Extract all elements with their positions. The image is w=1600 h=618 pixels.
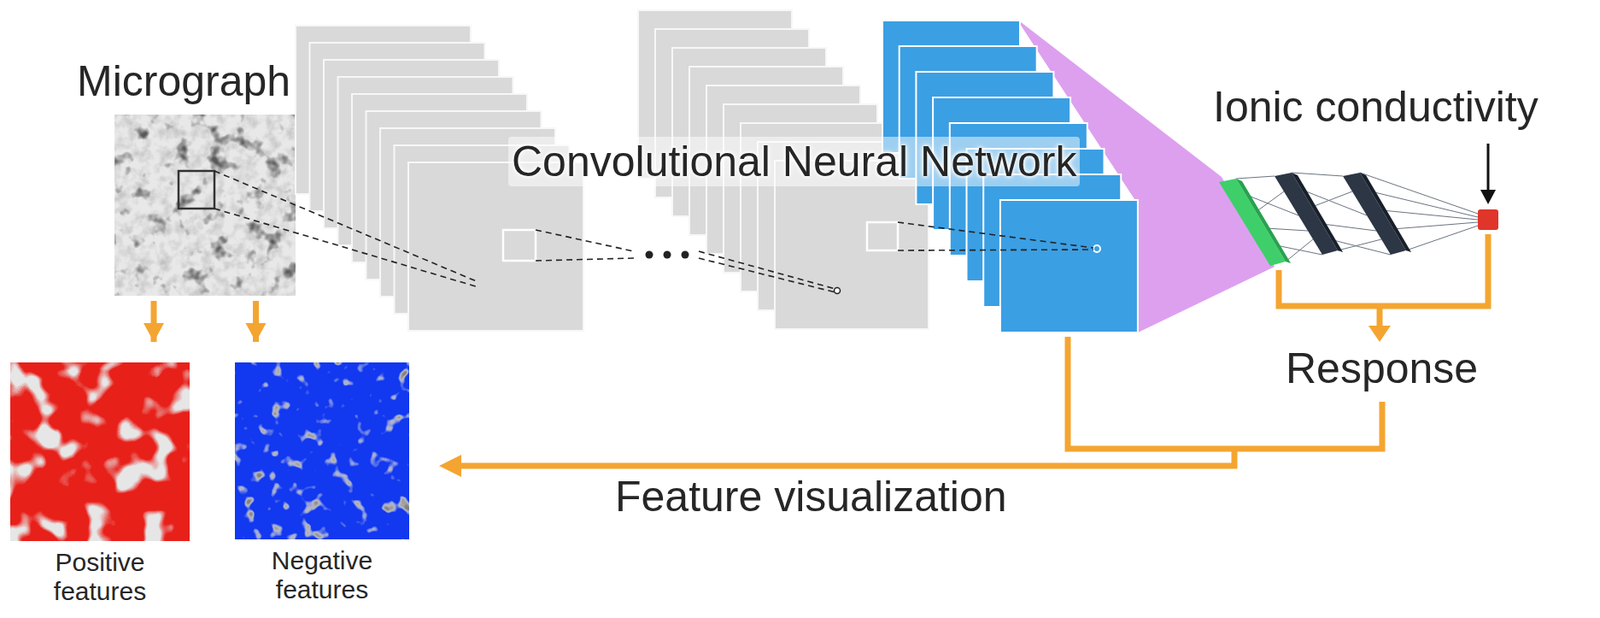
- merge-line: [1278, 234, 1489, 306]
- arrow-head: [439, 454, 462, 477]
- weight-line: [1285, 239, 1313, 262]
- flow-lines: [457, 234, 1489, 466]
- panel-heading: Micrograph: [76, 56, 334, 106]
- panel-caption: Positive features: [18, 547, 182, 606]
- arrow-head: [1368, 325, 1391, 342]
- weight-line: [1382, 210, 1478, 220]
- receptive-field: [867, 222, 898, 251]
- response-arrow: [1377, 305, 1384, 329]
- weight-line: [1392, 222, 1478, 229]
- method-label: Feature visualization: [615, 471, 1008, 522]
- arrow-head: [1480, 189, 1496, 205]
- receptive-field: [178, 170, 215, 209]
- layer-side: [1291, 172, 1343, 253]
- positive-blobs: [10, 362, 190, 541]
- dot: [663, 251, 672, 259]
- positive-map: [10, 362, 190, 541]
- weight-line: [1236, 175, 1275, 179]
- layer-face: [1274, 172, 1338, 255]
- feature-panel: Negative features: [234, 362, 410, 608]
- micrograph-image: [114, 114, 296, 296]
- weight-line: [1291, 172, 1343, 176]
- positive-ground: [10, 362, 190, 541]
- unit-dot: [1093, 245, 1101, 253]
- feature-map: [408, 162, 584, 331]
- negative-halos: [234, 362, 410, 540]
- weight-line: [1265, 228, 1308, 231]
- micrograph-texture: [114, 114, 296, 296]
- flatten-vector: [1219, 178, 1291, 266]
- flow-arrow: [151, 300, 158, 342]
- negative-cores: [234, 362, 410, 540]
- dense-layer: [1274, 172, 1343, 255]
- response-label: Response: [1285, 343, 1478, 393]
- dashed-line: [698, 257, 836, 293]
- layer-side: [1359, 172, 1412, 253]
- ellipsis-dots: [645, 251, 690, 259]
- weight-line: [1322, 223, 1377, 231]
- feature-panel: Positive features: [10, 362, 190, 610]
- down-arrow: [1480, 143, 1496, 205]
- negative-map: [234, 362, 410, 540]
- dot: [645, 251, 654, 259]
- unit-dot: [834, 287, 841, 294]
- dashed-line: [897, 249, 1094, 251]
- dashed-line: [535, 229, 634, 252]
- weight-line: [1312, 191, 1353, 207]
- weight-line: [1337, 239, 1382, 251]
- layer-face: [1342, 172, 1407, 255]
- receptive-field: [503, 229, 536, 261]
- feature-map: [1000, 199, 1138, 333]
- output-unit: [1477, 209, 1499, 230]
- micrograph-pores: [114, 114, 296, 296]
- dense-layer: [1342, 172, 1412, 255]
- micrograph-ground: [114, 114, 296, 296]
- network-label: Convolutional Neural Network: [508, 136, 1080, 187]
- negative-ground: [234, 362, 410, 540]
- weight-line: [1406, 225, 1478, 251]
- dashed-line: [214, 208, 479, 288]
- output-label: Ionic conductivity: [1213, 82, 1539, 132]
- visualization-arrow: [457, 448, 1235, 466]
- arrow-shaft: [1487, 143, 1490, 194]
- dashed-line: [535, 257, 634, 261]
- dashed-line: [214, 170, 479, 282]
- micrograph-panel: Micrograph: [76, 56, 334, 296]
- weight-line: [1255, 191, 1284, 212]
- dot: [681, 251, 690, 259]
- flow-arrow: [252, 300, 259, 342]
- dashed-line: [897, 222, 1094, 248]
- panel-caption: Negative features: [240, 545, 404, 604]
- dashed-line: [698, 251, 836, 289]
- vector-face: [1219, 178, 1286, 266]
- projection-lines: [214, 170, 1094, 293]
- vector-side: [1236, 178, 1291, 264]
